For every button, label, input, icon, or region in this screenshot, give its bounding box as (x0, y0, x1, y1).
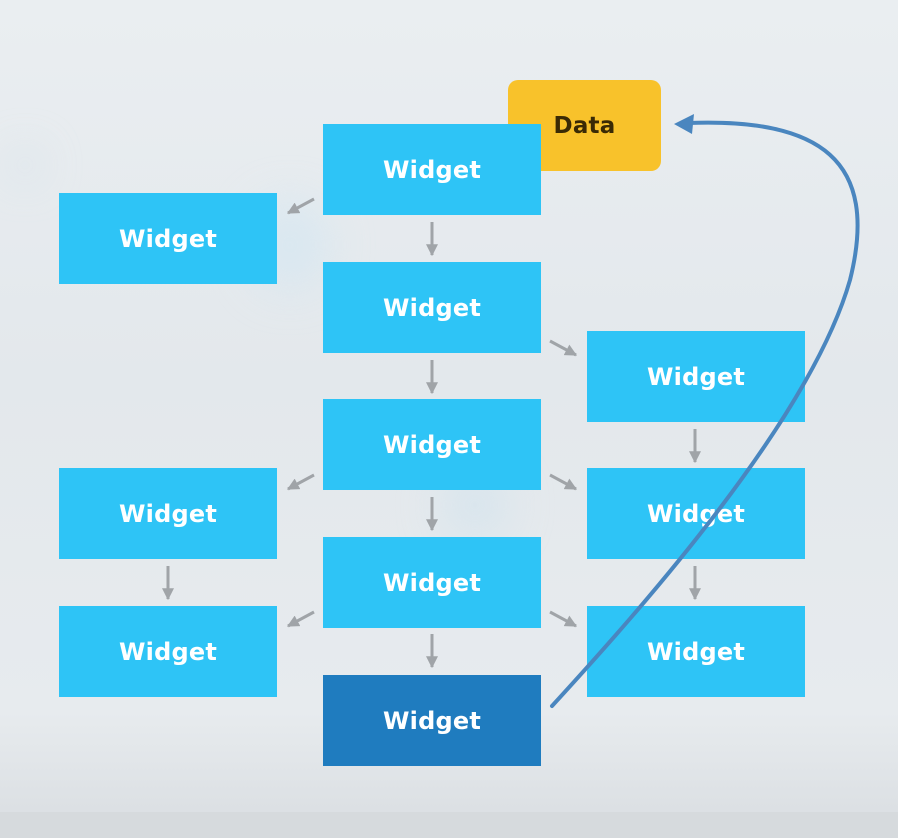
arrow-left (286, 197, 315, 215)
flow-curve (550, 120, 860, 708)
widget-left-2: Widget (59, 468, 277, 559)
arrow-right (549, 610, 578, 628)
flow-arrowhead (674, 114, 694, 134)
widget-center-4: Widget (323, 537, 541, 628)
widget-right-1: Widget (587, 331, 805, 422)
arrow-right (549, 473, 578, 491)
arrow-left (286, 610, 315, 628)
arrow-right (549, 339, 578, 357)
widget-root: Widget (323, 124, 541, 215)
bottom-bar (0, 812, 898, 838)
widget-right-3: Widget (587, 606, 805, 697)
background-glow (10, 150, 40, 180)
widget-left-3: Widget (59, 606, 277, 697)
widget-left-1: Widget (59, 193, 277, 284)
widget-right-2: Widget (587, 468, 805, 559)
widget-center-2: Widget (323, 262, 541, 353)
widget-center-3: Widget (323, 399, 541, 490)
widget-active: Widget (323, 675, 541, 766)
arrow-left (286, 473, 315, 491)
